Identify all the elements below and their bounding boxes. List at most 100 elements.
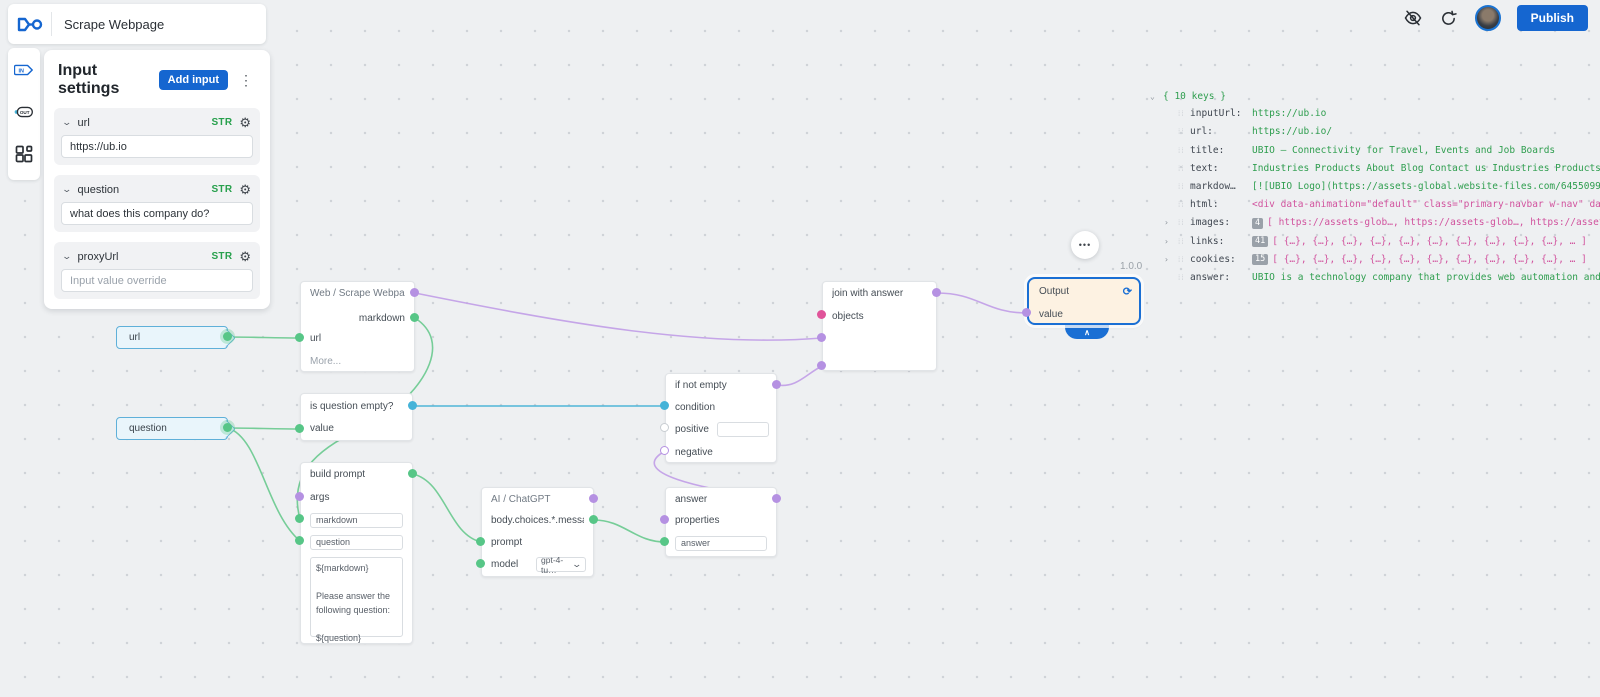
port-bp-args-in[interactable] bbox=[295, 492, 304, 501]
drag-handle-icon[interactable]: ⁞⁞ bbox=[1177, 110, 1184, 119]
drag-handle-icon[interactable]: ⁞⁞ bbox=[1177, 183, 1184, 192]
input-field-section-question: ⌄ question STR ⚙ bbox=[54, 175, 260, 232]
json-key: text: bbox=[1190, 162, 1219, 174]
json-value: <div data-animation="default" class="pri… bbox=[1252, 199, 1600, 211]
node-join-with-answer[interactable]: join with answer objects bbox=[822, 281, 937, 371]
node-chatgpt[interactable]: AI / ChatGPT body.choices.*.messa… promp… bbox=[481, 487, 594, 577]
drag-handle-icon[interactable]: ⁞⁞ bbox=[1177, 219, 1184, 228]
port-gpt-body-out[interactable] bbox=[589, 515, 598, 524]
json-key: cookies: bbox=[1190, 253, 1236, 265]
node-answer-field[interactable]: answer bbox=[675, 536, 767, 551]
node-input-url[interactable]: url bbox=[116, 326, 228, 349]
port-join-result-out[interactable] bbox=[932, 288, 941, 297]
port-gpt-prompt-in[interactable] bbox=[476, 537, 485, 546]
port-join-objects-in[interactable] bbox=[817, 310, 826, 319]
field-name: url bbox=[77, 116, 90, 129]
port-ifne-result-out[interactable] bbox=[772, 380, 781, 389]
field-name: question bbox=[77, 183, 120, 196]
json-root-row[interactable]: ⌄ { 10 keys } bbox=[1150, 88, 1600, 105]
refresh-button[interactable] bbox=[1439, 8, 1459, 28]
node-scrape-more-link[interactable]: More... bbox=[310, 356, 342, 367]
json-row: ⁞⁞ html: <div data-animation="default" c… bbox=[1150, 196, 1600, 214]
chevron-down-icon[interactable]: ⌄ bbox=[61, 251, 73, 261]
publish-button[interactable]: Publish bbox=[1516, 5, 1588, 31]
expand-icon[interactable]: › bbox=[1164, 236, 1169, 246]
more-options-button[interactable]: ••• bbox=[1071, 231, 1099, 259]
port-join-item1-in[interactable] bbox=[817, 333, 826, 342]
kebab-menu-icon[interactable]: ⋮ bbox=[239, 71, 253, 88]
port-ifne-positive[interactable] bbox=[660, 423, 669, 432]
add-input-button[interactable]: Add input bbox=[158, 70, 228, 90]
port-ifne-condition-in[interactable] bbox=[660, 401, 669, 410]
expand-icon[interactable]: › bbox=[1164, 218, 1169, 228]
node-ifne-positive-input[interactable] bbox=[717, 422, 769, 437]
port-bp-question-in[interactable] bbox=[295, 536, 304, 545]
node-bp-field-question[interactable]: question bbox=[310, 535, 403, 550]
collapse-icon[interactable]: ⌄ bbox=[1150, 92, 1155, 101]
app-logo[interactable] bbox=[8, 12, 52, 36]
node-if-not-empty[interactable]: if not empty condition positive negative bbox=[665, 373, 777, 463]
gear-icon[interactable]: ⚙ bbox=[239, 115, 251, 130]
drag-handle-icon[interactable]: ⁞⁞ bbox=[1177, 255, 1184, 264]
refresh-output-icon[interactable]: ⟳ bbox=[1122, 286, 1132, 298]
field-name: proxyUrl bbox=[77, 250, 119, 263]
user-avatar[interactable] bbox=[1474, 5, 1501, 31]
port-answer-field-in[interactable] bbox=[660, 537, 669, 546]
proxyurl-value-input[interactable] bbox=[61, 269, 253, 292]
drag-handle-icon[interactable]: ⁞⁞ bbox=[1177, 128, 1184, 137]
node-bp-field-markdown[interactable]: markdown bbox=[310, 513, 403, 528]
expand-icon[interactable]: › bbox=[1164, 254, 1169, 264]
port-isqe-value-in[interactable] bbox=[295, 424, 304, 433]
chevron-down-icon[interactable]: ⌄ bbox=[61, 184, 73, 194]
port-question-out[interactable] bbox=[223, 423, 232, 432]
json-key: answer: bbox=[1190, 272, 1231, 284]
input-field-section-url: ⌄ url STR ⚙ bbox=[54, 108, 260, 165]
port-scrape-url-in[interactable] bbox=[295, 333, 304, 342]
output-nodes-tab[interactable]: OUT bbox=[14, 102, 34, 122]
drag-handle-icon[interactable]: ⁞⁞ bbox=[1177, 146, 1184, 155]
node-scrape-webpage[interactable]: Web / Scrape Webpage markdown url More..… bbox=[300, 281, 415, 372]
node-answer-title: answer bbox=[675, 494, 708, 505]
port-gpt-model-in[interactable] bbox=[476, 559, 485, 568]
node-is-question-empty[interactable]: is question empty? value bbox=[300, 393, 413, 441]
url-value-input[interactable] bbox=[61, 135, 253, 158]
json-key: links: bbox=[1190, 235, 1225, 247]
port-answer-properties-in[interactable] bbox=[660, 515, 669, 524]
port-bp-markdown-in[interactable] bbox=[295, 514, 304, 523]
question-value-input[interactable] bbox=[61, 202, 253, 225]
workflow-title[interactable]: Scrape Webpage bbox=[64, 16, 165, 32]
drag-handle-icon[interactable]: ⁞⁞ bbox=[1177, 201, 1184, 210]
node-build-prompt[interactable]: build prompt args markdown question ${ma… bbox=[300, 462, 413, 644]
hide-preview-button[interactable] bbox=[1403, 8, 1423, 28]
port-scrape-markdown-out[interactable] bbox=[410, 313, 419, 322]
port-scrape-result-out[interactable] bbox=[410, 288, 419, 297]
port-join-item2-in[interactable] bbox=[817, 361, 826, 370]
modules-tab[interactable] bbox=[14, 144, 34, 164]
node-gpt-model-select[interactable]: gpt-4-tu… ⌄ bbox=[536, 555, 586, 575]
version-label: 1.0.0 bbox=[1120, 261, 1143, 272]
input-nodes-tab[interactable]: IN bbox=[14, 60, 34, 80]
node-ifne-in-condition: condition bbox=[675, 402, 716, 413]
json-root-label: { 10 keys } bbox=[1163, 91, 1226, 102]
node-bp-prompt-textarea[interactable]: ${markdown} Please answer the following … bbox=[310, 557, 403, 643]
node-ifne-negative: negative bbox=[675, 447, 713, 458]
drag-handle-icon[interactable]: ⁞⁞ bbox=[1177, 237, 1184, 246]
gear-icon[interactable]: ⚙ bbox=[239, 249, 251, 264]
port-isqe-result-out[interactable] bbox=[408, 401, 417, 410]
port-output-value-in[interactable] bbox=[1022, 308, 1031, 317]
drag-handle-icon[interactable]: ⁞⁞ bbox=[1177, 274, 1184, 283]
node-answer[interactable]: answer properties answer bbox=[665, 487, 777, 557]
node-input-question[interactable]: question bbox=[116, 417, 228, 440]
output-collapse-tab[interactable]: ∧ bbox=[1065, 325, 1109, 339]
gear-icon[interactable]: ⚙ bbox=[239, 182, 251, 197]
port-answer-result-out[interactable] bbox=[772, 494, 781, 503]
port-ifne-negative[interactable] bbox=[660, 446, 669, 455]
drag-handle-icon[interactable]: ⁞⁞ bbox=[1177, 164, 1184, 173]
port-bp-result-out[interactable] bbox=[408, 469, 417, 478]
node-bp-title: build prompt bbox=[310, 469, 366, 480]
node-output[interactable]: Output ⟳ value bbox=[1027, 277, 1141, 325]
chevron-down-icon[interactable]: ⌄ bbox=[61, 117, 73, 127]
field-type-badge: STR bbox=[211, 251, 233, 262]
port-url-out[interactable] bbox=[223, 332, 232, 341]
port-gpt-result-out[interactable] bbox=[589, 494, 598, 503]
